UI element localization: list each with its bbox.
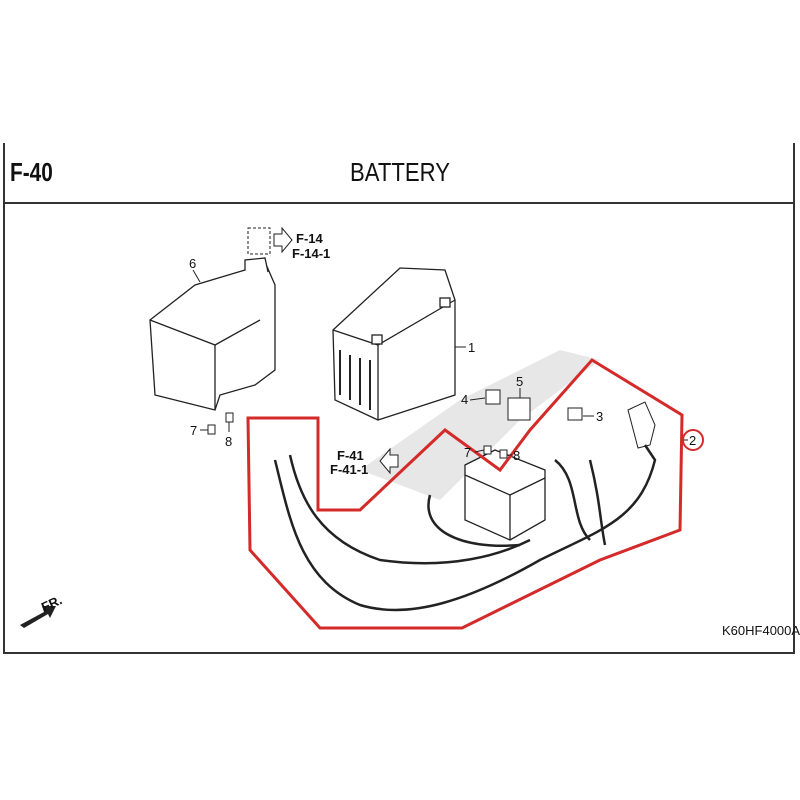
callout-5: 5	[516, 374, 523, 389]
clip-7[interactable]	[207, 424, 216, 435]
battery-cover[interactable]	[149, 257, 276, 411]
drawing-code: K60HF4000A	[722, 623, 800, 638]
clip-7b[interactable]	[483, 445, 492, 455]
page-code: F-40	[10, 157, 53, 187]
relay-4[interactable]	[485, 389, 501, 405]
leader-lines	[192, 269, 688, 456]
relay-3[interactable]	[567, 407, 583, 421]
page-title: BATTERY	[350, 157, 450, 187]
front-label: FR.	[39, 592, 64, 614]
ref-arrow-f14-icon[interactable]	[273, 226, 293, 254]
ref-f14-1[interactable]: F-14-1	[292, 246, 330, 261]
diagram-frame	[3, 143, 795, 654]
callout-3: 3	[596, 409, 603, 424]
bolt-8[interactable]	[225, 412, 234, 423]
callout-8: 8	[225, 434, 232, 449]
callout-4: 4	[461, 392, 468, 407]
ref-f14[interactable]: F-14	[296, 231, 324, 246]
bolt-ref-box	[247, 227, 271, 255]
ref-arrow-f41-icon[interactable]	[379, 447, 399, 475]
wire-harness[interactable]	[273, 444, 657, 612]
front-arrow-icon	[20, 606, 56, 628]
ref-f41-1[interactable]: F-41-1	[330, 462, 368, 477]
battery[interactable]	[332, 267, 456, 421]
harness-highlight-outline	[246, 358, 684, 630]
ref-f41[interactable]: F-41	[337, 448, 364, 463]
callout-1: 1	[468, 340, 475, 355]
bolt-8b[interactable]	[499, 449, 508, 459]
terminal-cap[interactable]	[627, 401, 656, 449]
callout-8b: 8	[513, 448, 520, 463]
relay-5[interactable]	[507, 397, 531, 421]
callout-7: 7	[190, 423, 197, 438]
callout-2: 2	[689, 433, 696, 448]
callout-7b: 7	[464, 445, 471, 460]
callout-6: 6	[189, 256, 196, 271]
honda-watermark	[360, 350, 600, 500]
callout-2-circle	[682, 429, 704, 451]
header-divider	[3, 202, 795, 204]
fuse-box[interactable]	[464, 449, 546, 541]
